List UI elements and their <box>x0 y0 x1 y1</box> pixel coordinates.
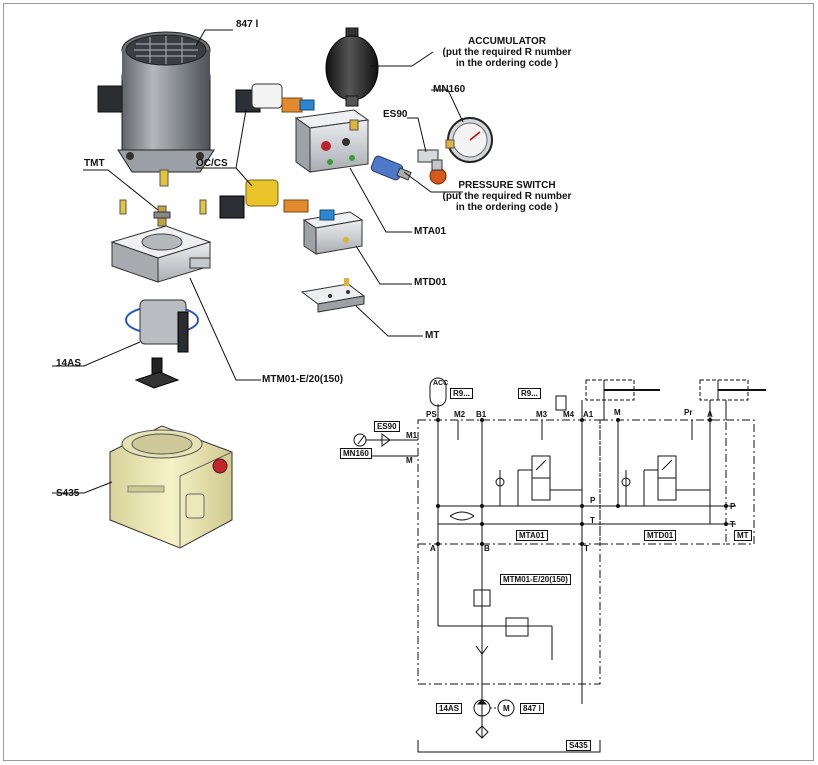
outline-mt <box>726 419 755 545</box>
schematic-m1: M1 <box>406 431 418 440</box>
schematic-b1: B1 <box>476 410 487 419</box>
schematic-tank: S435 <box>566 740 591 751</box>
schematic-mtd01: MTD01 <box>644 530 677 541</box>
label-tank: S435 <box>56 488 80 499</box>
pressure-switch-note-1: (put the required R number <box>442 191 572 202</box>
motor-symbol <box>497 699 515 717</box>
accumulator-note-2: in the ordering code ) <box>455 58 559 69</box>
label-mtd01: MTD01 <box>414 277 447 288</box>
pressure-switch-note-2: in the ordering code ) <box>455 202 559 213</box>
schematic-mn160: MN160 <box>340 448 372 459</box>
accumulator-title: ACCUMULATOR <box>468 36 546 47</box>
schematic-m3: M3 <box>536 410 548 419</box>
electric-motor <box>97 31 215 187</box>
schematic-a-bottom: A <box>430 544 436 553</box>
schematic-r9-left: R9... <box>450 388 473 399</box>
gauge-symbol <box>353 433 367 447</box>
schematic-pump: 14AS <box>436 703 463 714</box>
schematic-m4: M4 <box>563 410 575 419</box>
valve-block-mta01 <box>294 109 370 173</box>
schematic-a1: A1 <box>583 410 594 419</box>
accumulator-symbol <box>429 377 447 407</box>
schematic-p-right: P <box>730 502 736 511</box>
pressure-switch <box>370 155 412 181</box>
schematic-m-top: M <box>614 408 621 417</box>
schematic-ps: PS <box>426 410 437 419</box>
valve-block-mtd01 <box>302 209 364 255</box>
schematic-t-right: T <box>730 520 735 529</box>
label-pump: 14AS <box>56 358 82 369</box>
schematic-mta01: MTA01 <box>516 530 548 541</box>
label-oc-cs: OC/CS <box>196 158 228 169</box>
schematic-m-left: M <box>406 456 413 465</box>
schematic-acc: ACC <box>433 380 449 387</box>
diagram-frame <box>3 3 814 761</box>
shut-off-valve <box>417 149 447 185</box>
accumulator <box>325 27 379 107</box>
pressure-switch-symbol <box>555 395 567 411</box>
pressure-switch-title: PRESSURE SWITCH <box>458 180 556 191</box>
outline-mtd01 <box>599 419 727 545</box>
schematic-es90: ES90 <box>374 421 400 432</box>
leader-lines <box>52 29 464 494</box>
schematic-a-top: A <box>707 410 713 419</box>
schematic-motor: 847 l <box>520 703 544 714</box>
junction-dots <box>436 418 728 546</box>
label-es90: ES90 <box>383 109 408 120</box>
schematic-mt: MT <box>734 530 752 541</box>
cover-plate-mt <box>300 278 366 313</box>
solenoid-coil-lower <box>219 179 309 219</box>
label-gauge: MN160 <box>433 84 466 95</box>
pump-check-valve <box>475 645 489 655</box>
es90-symbol <box>381 433 391 447</box>
schematic-t-bottom: T <box>584 544 589 553</box>
label-tmt: TMT <box>84 158 105 169</box>
schematic-m2: M2 <box>454 410 466 419</box>
relief-valve <box>505 617 529 637</box>
label-accumulator: ACCUMULATOR (put the required R number i… <box>432 36 582 69</box>
schematic-motor-m: M <box>503 704 510 713</box>
tank-outline <box>417 740 601 753</box>
schematic-p-mid: P <box>590 496 596 505</box>
tank-mounting-bolts <box>119 199 207 227</box>
unloading-valve <box>473 589 491 607</box>
outline-mta01 <box>417 419 601 545</box>
schematic-t-mid: T <box>590 516 595 525</box>
schematic-pr: Pr <box>684 408 693 417</box>
label-mt: MT <box>425 330 440 341</box>
label-mta01: MTA01 <box>414 226 447 237</box>
oil-tank-s435 <box>109 425 233 549</box>
pressure-gauge <box>445 117 493 163</box>
schematic-r9-right: R9... <box>518 388 541 399</box>
label-mtm01: MTM01-E/20(150) <box>262 374 344 385</box>
solenoid-coil-upper <box>235 83 315 113</box>
schematic-b-bottom: B <box>484 544 490 553</box>
accumulator-note-1: (put the required R number <box>442 47 572 58</box>
label-pressure-switch: PRESSURE SWITCH (put the required R numb… <box>432 180 582 213</box>
throttle-symbol <box>449 511 475 517</box>
manifold-mtm01 <box>110 225 212 283</box>
gear-pump-14as <box>125 299 199 389</box>
schematic-mtm01: MTM01-E/20(150) <box>500 574 571 585</box>
suction-strainer <box>475 725 489 739</box>
outline-mtm01 <box>417 543 601 685</box>
label-motor: 847 l <box>236 19 259 30</box>
